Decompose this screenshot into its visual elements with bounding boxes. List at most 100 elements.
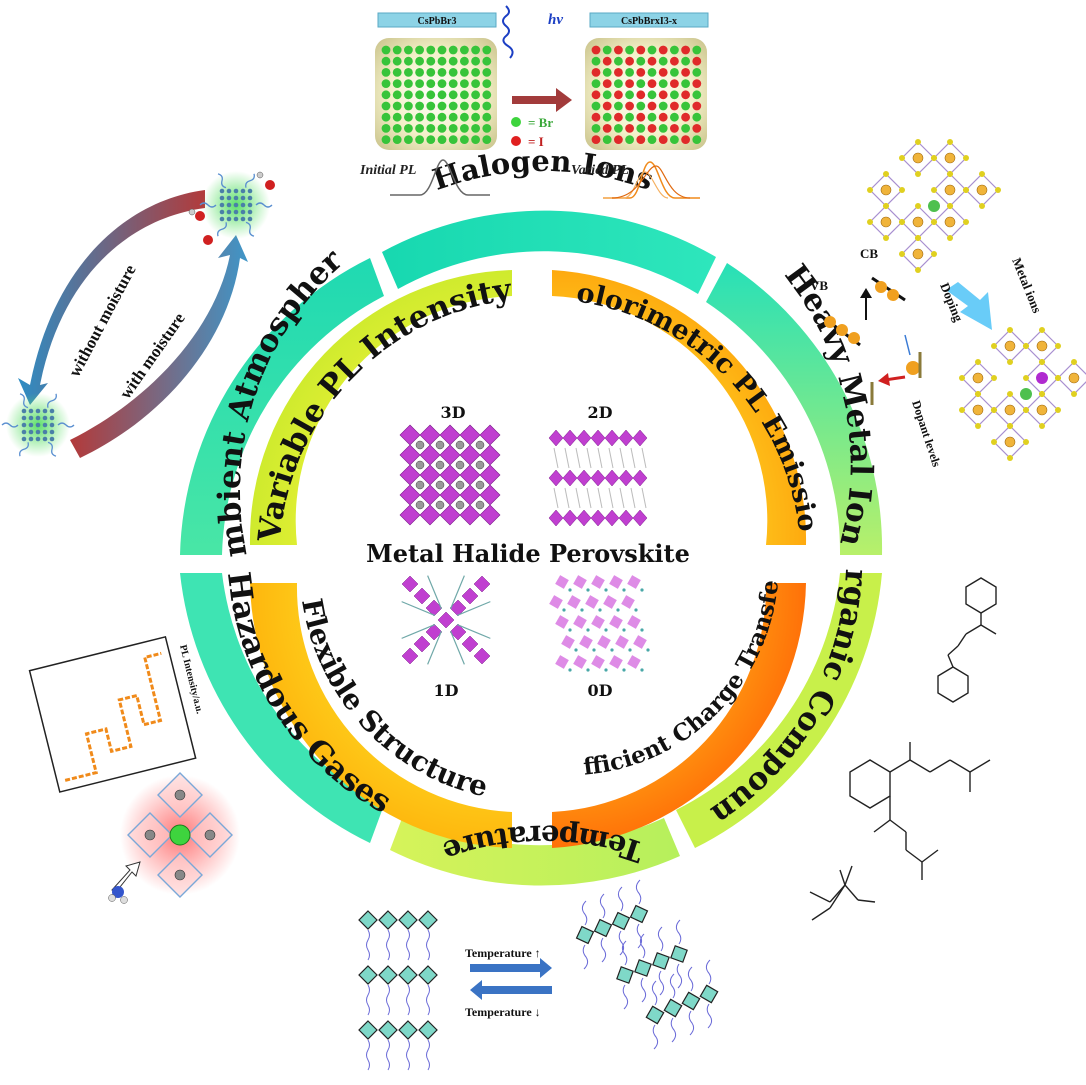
organic-molecule <box>640 588 644 592</box>
br-ion-dot <box>392 101 402 111</box>
br-ion-dot <box>426 45 436 55</box>
dim-2d-label: 2D <box>587 403 612 422</box>
br-ion-dot <box>692 112 702 122</box>
i-ion-dot <box>647 79 657 88</box>
isolated-octahedron <box>627 575 641 589</box>
metal-site <box>880 216 892 228</box>
crystal-dot <box>247 209 253 215</box>
halide-site <box>867 187 873 193</box>
octahedron-unit <box>398 965 418 985</box>
i-dot-icon <box>511 136 521 146</box>
crystal-dot <box>226 216 232 222</box>
br-ion-dot <box>415 123 424 133</box>
alkyl-chain <box>581 900 588 926</box>
crystal-dot <box>247 195 253 201</box>
octahedron-unit <box>425 623 443 641</box>
i-ion-dot <box>681 68 690 77</box>
i-ion-dot <box>636 90 646 100</box>
isolated-octahedron <box>615 635 629 649</box>
organic-spacer <box>553 447 559 469</box>
octahedron-unit <box>629 904 649 924</box>
alkyl-chain <box>621 940 628 966</box>
metal-site <box>972 372 984 384</box>
br-ion-dot <box>591 101 601 111</box>
isolated-octahedron <box>597 635 611 649</box>
organic-molecule <box>586 668 590 672</box>
br-ion-dot <box>437 68 447 77</box>
metal-site <box>1036 404 1048 416</box>
br-ion-dot <box>614 123 623 133</box>
organic-panel <box>809 577 997 921</box>
br-ion-dot <box>415 90 424 100</box>
gas-panel: PL Intensity/a.u. <box>28 635 240 904</box>
br-ion-dot <box>437 79 447 88</box>
organic-spacer <box>456 624 491 639</box>
br-ion-dot <box>460 45 469 55</box>
i-ion-dot <box>692 79 702 88</box>
br-ion-dot <box>482 56 492 66</box>
i-ion-dot <box>681 112 690 122</box>
organic-molecule <box>562 608 566 612</box>
br-ion-dot <box>681 123 690 133</box>
halide-site <box>883 235 889 241</box>
metal-site <box>144 829 156 841</box>
isolated-octahedron <box>549 595 563 609</box>
ligand-wave <box>47 393 57 408</box>
water-molecule-icon <box>265 180 275 190</box>
halide-site <box>1023 375 1029 381</box>
isolated-octahedron <box>609 655 623 669</box>
br-ion-dot <box>602 45 612 55</box>
br-ion-dot <box>437 123 447 133</box>
i-ion-dot <box>602 101 612 111</box>
ligand-wave <box>217 222 227 237</box>
ligand-wave <box>19 393 29 409</box>
br-ion-dot <box>471 123 480 133</box>
br-ion-dot <box>482 112 492 122</box>
a-site-cation <box>435 460 445 470</box>
outer-segment-temperature <box>390 813 680 886</box>
br-ion-dot <box>670 112 679 122</box>
benzoyl-ring-icon <box>965 577 997 614</box>
br-ion-dot <box>460 79 469 88</box>
temperature-down-label: Temperature ↓ <box>465 1005 541 1019</box>
br-ion-dot <box>647 68 657 77</box>
i-ion-dot <box>602 56 612 66</box>
halide-site <box>1023 407 1029 413</box>
br-ion-dot <box>448 68 458 77</box>
crystal-dot <box>226 195 232 201</box>
a-site-cation <box>455 460 465 470</box>
crystal-dot <box>49 408 55 414</box>
octahedron-unit <box>439 504 461 526</box>
organic-molecule <box>622 628 626 632</box>
br-ion-dot <box>602 135 612 145</box>
organic-spacer <box>553 487 559 509</box>
badge-cspbbr3-text: CsPbBr3 <box>418 16 457 27</box>
br-ion-dot <box>647 90 657 100</box>
alkyl-chain <box>600 937 607 963</box>
br-ion-dot <box>404 45 413 55</box>
organic-spacer <box>597 487 603 509</box>
halide-site <box>963 155 969 161</box>
halide-site <box>915 235 921 241</box>
outer-segment-ambient <box>180 258 384 555</box>
br-ion-dot <box>614 56 623 66</box>
ordered-chains <box>358 910 438 1071</box>
organic-spacer <box>608 447 614 469</box>
organic-molecule <box>616 608 620 612</box>
halide-site <box>975 423 981 429</box>
disordered-chains <box>575 879 719 1050</box>
octahedron-unit <box>575 925 595 945</box>
br-ion-dot <box>658 56 668 66</box>
crystal-dot <box>49 415 55 421</box>
water-molecule-icon <box>203 235 213 245</box>
organic-molecule <box>592 648 596 652</box>
octahedron-unit <box>418 910 438 930</box>
cooling-arrow-icon <box>470 980 552 1000</box>
octahedron-unit <box>618 469 634 487</box>
octahedron-unit <box>399 504 421 526</box>
metal-site <box>944 216 956 228</box>
initial-pl-label: Initial PL <box>359 163 416 178</box>
br-ion-dot <box>404 135 413 145</box>
octahedron-unit <box>378 1020 398 1040</box>
isolated-octahedron <box>591 655 605 669</box>
